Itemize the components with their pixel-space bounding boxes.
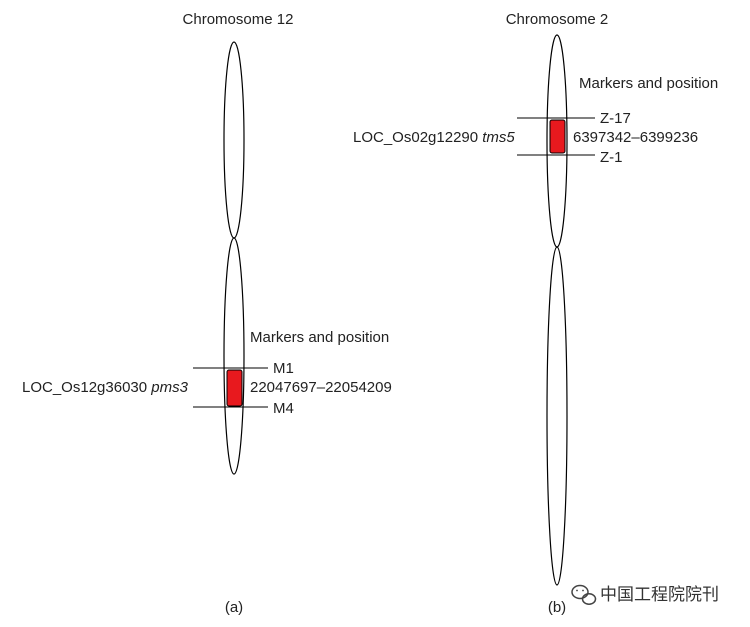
watermark: 中国工程院院刊 [571, 584, 719, 605]
panel-a: Chromosome 12 Markers and position M1 22… [22, 11, 392, 616]
marker-z1-label: Z-1 [600, 149, 623, 166]
tms5-locus [549, 119, 566, 154]
panel-b-markers-heading: Markers and position [579, 75, 718, 92]
chromosome-12-long-arm [223, 237, 245, 475]
panel-b-gene-label: LOC_Os02g12290 tms5 [353, 129, 515, 146]
chromosome-12-short-arm [223, 41, 245, 239]
panel-b-title: Chromosome 2 [506, 11, 609, 28]
wechat-icon [571, 584, 597, 605]
panel-a-markers-heading: Markers and position [250, 329, 389, 346]
panel-b-gene-name: tms5 [482, 129, 515, 146]
chromosome-2-long-arm [546, 246, 568, 586]
panel-b-caption: (b) [548, 599, 566, 616]
watermark-text: 中国工程院院刊 [600, 585, 719, 605]
pms3-locus [226, 369, 243, 407]
panel-a-title: Chromosome 12 [183, 11, 294, 28]
panel-b-gene-id: LOC_Os02g12290 [353, 129, 478, 146]
panel-b-position: 6397342–6399236 [573, 129, 698, 146]
panel-a-gene-name: pms3 [150, 379, 188, 396]
panel-a-gene-id: LOC_Os12g36030 [22, 379, 147, 396]
panel-a-position: 22047697–22054209 [250, 379, 392, 396]
panel-a-gene-label: LOC_Os12g36030 pms3 [22, 379, 189, 396]
marker-z17-label: Z-17 [600, 110, 631, 127]
marker-m1-label: M1 [273, 360, 294, 377]
panel-a-caption: (a) [225, 599, 243, 616]
marker-m4-label: M4 [273, 400, 294, 417]
panel-b: Chromosome 2 Markers and position Z-17 6… [353, 11, 718, 616]
